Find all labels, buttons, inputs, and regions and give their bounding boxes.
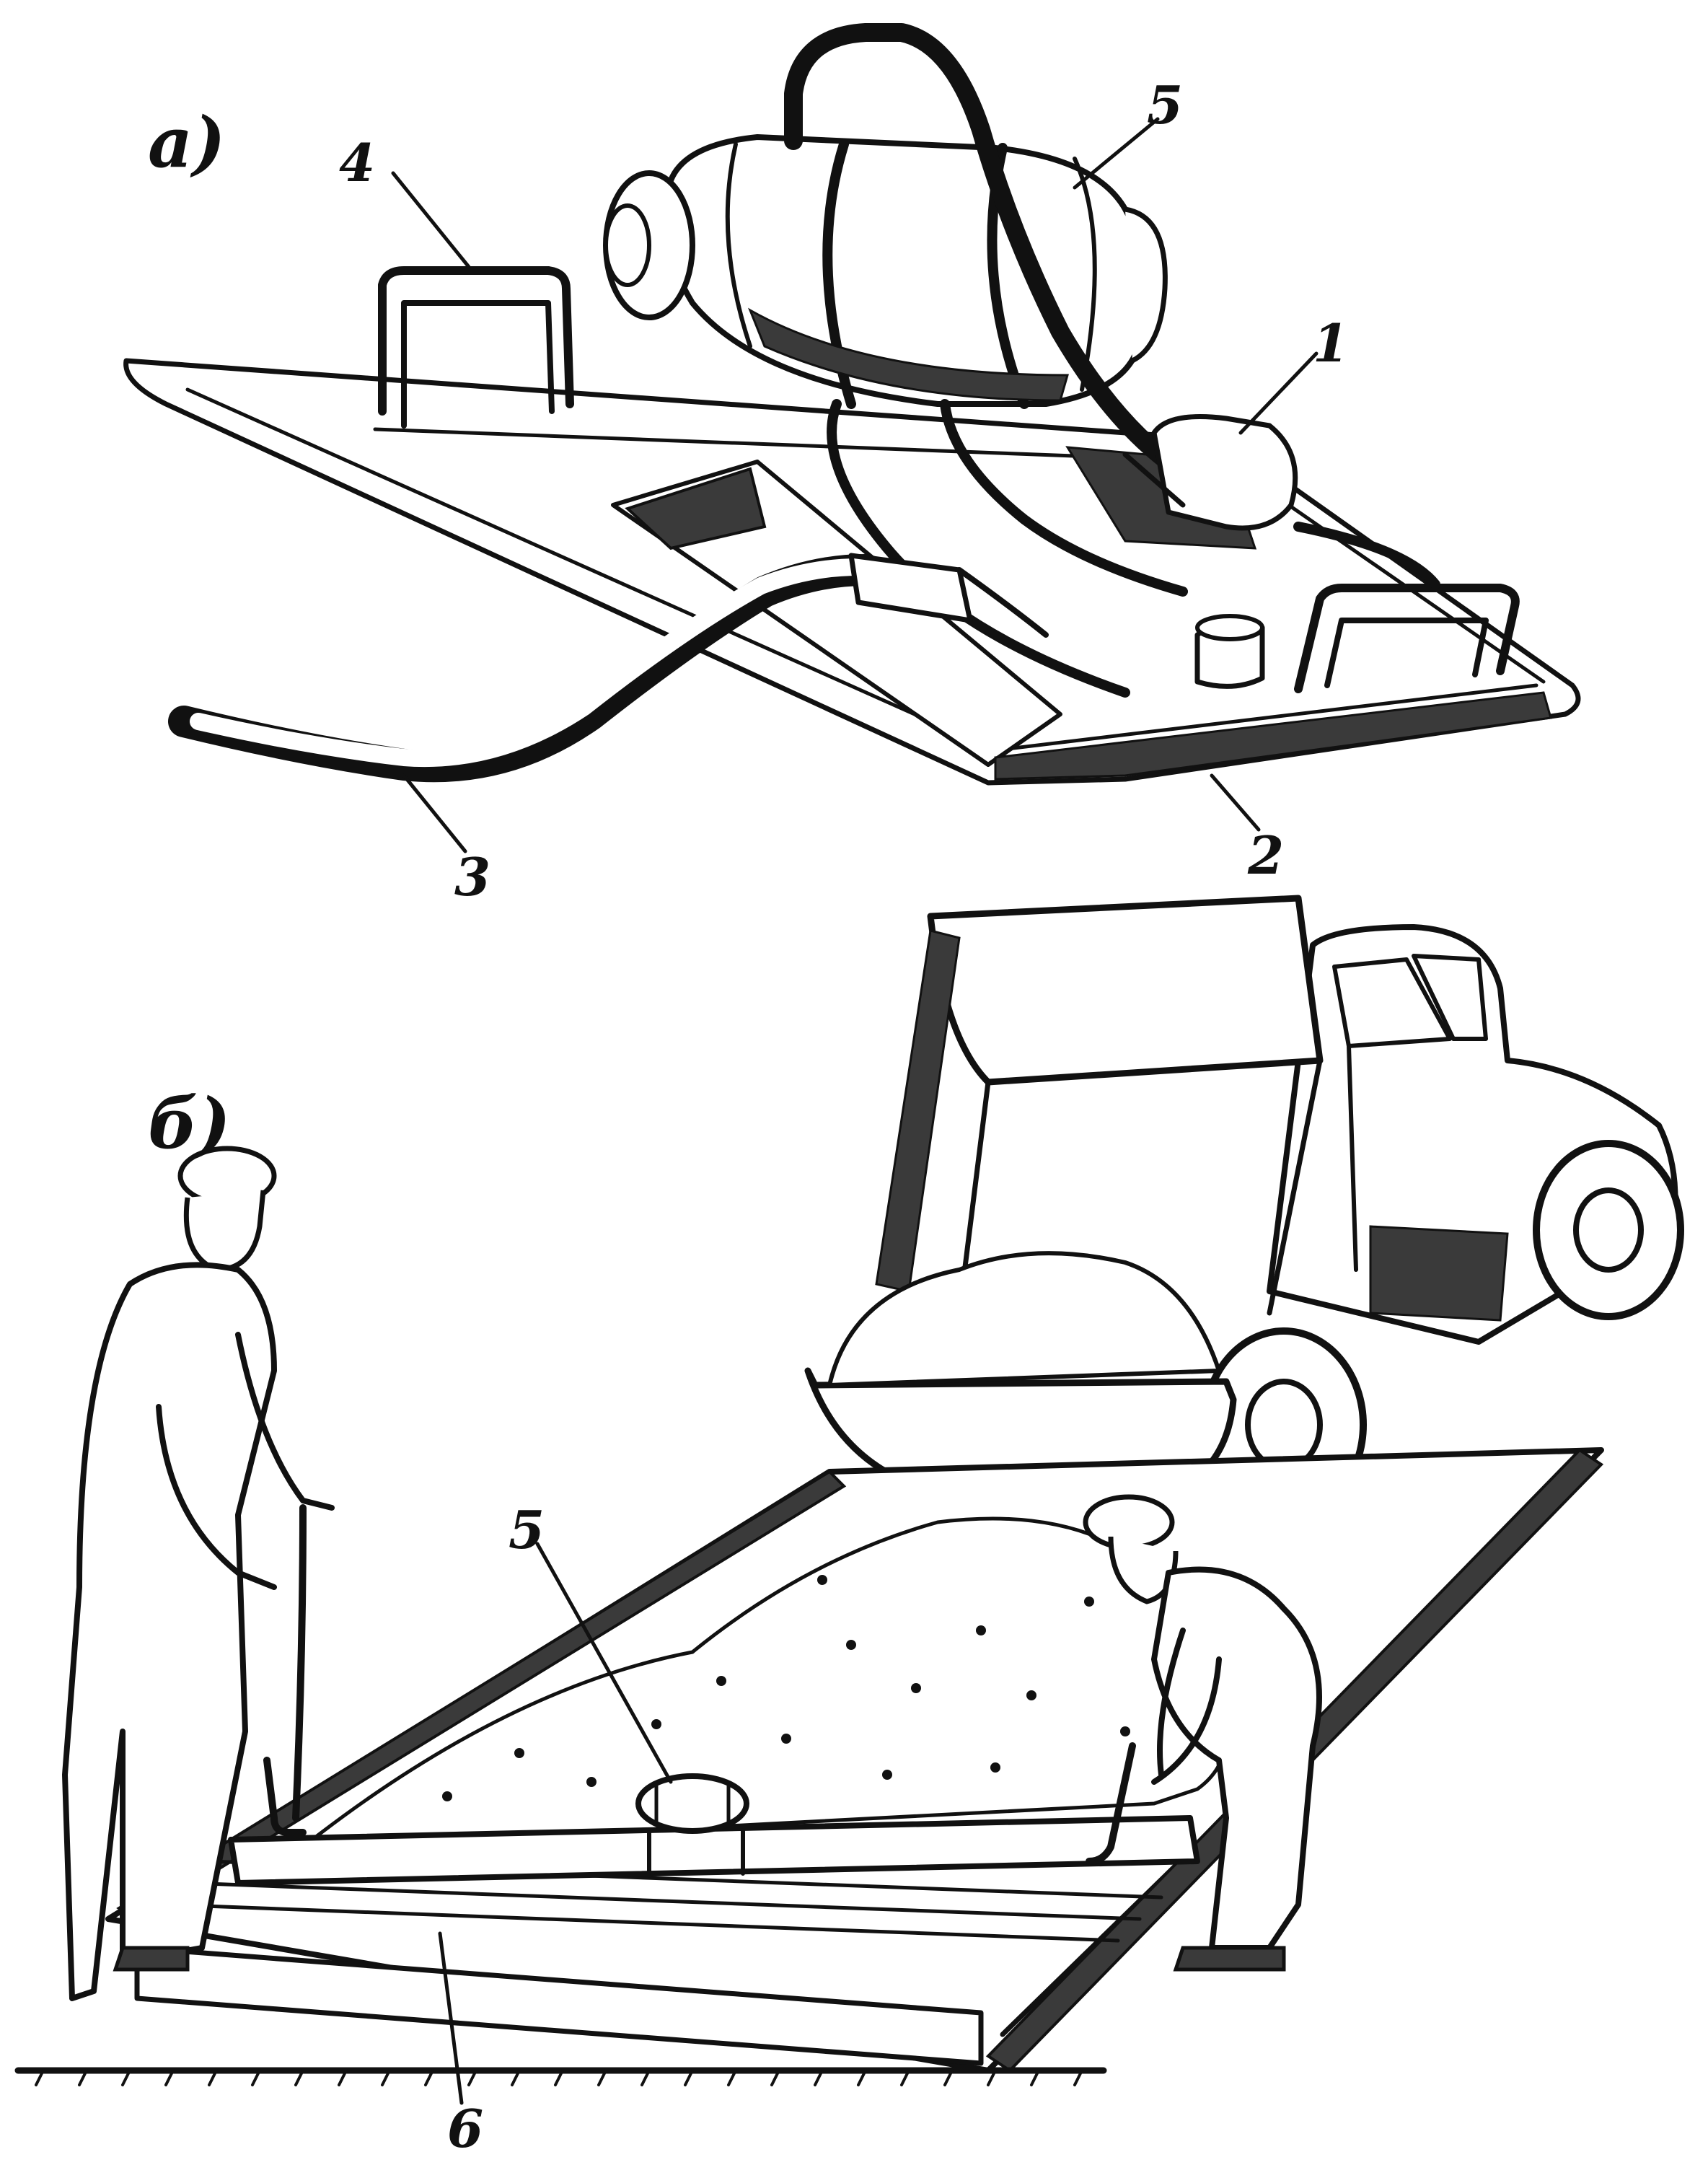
callout-b-5: 5 <box>509 1499 545 1560</box>
handle-4 <box>378 266 574 429</box>
callout-a-2: 2 <box>1248 825 1285 886</box>
leader-5 <box>1073 117 1160 190</box>
leader-3 <box>402 773 467 853</box>
callout-a-5: 5 <box>1147 74 1184 136</box>
callout-a-4: 4 <box>339 132 376 193</box>
callout-b-6: 6 <box>447 2098 484 2159</box>
motor-1 <box>1122 414 1298 531</box>
panel-a-drawing <box>123 23 1581 853</box>
leader-6 <box>438 1931 464 2105</box>
leader-4 <box>391 171 471 269</box>
rear-handle <box>1294 584 1520 693</box>
hoses <box>784 23 1440 698</box>
dump-truck <box>804 895 1684 1522</box>
worker-left <box>62 1146 335 2001</box>
leader-2 <box>1210 773 1261 832</box>
feed-hose-3 <box>168 553 1049 783</box>
vibrator-5 <box>603 134 1168 409</box>
small-motor <box>1194 614 1265 689</box>
callout-a-3: 3 <box>454 846 491 908</box>
worker-right <box>1083 1494 1322 1972</box>
panel-b-drawing <box>14 895 1684 2105</box>
leader-1 <box>1238 351 1319 435</box>
leader-b5 <box>535 1542 673 1784</box>
panel-a-label: а) <box>148 102 226 183</box>
panel-b-label: б) <box>148 1083 231 1164</box>
callout-a-1: 1 <box>1313 312 1350 374</box>
screed-beam <box>228 1773 1200 1886</box>
